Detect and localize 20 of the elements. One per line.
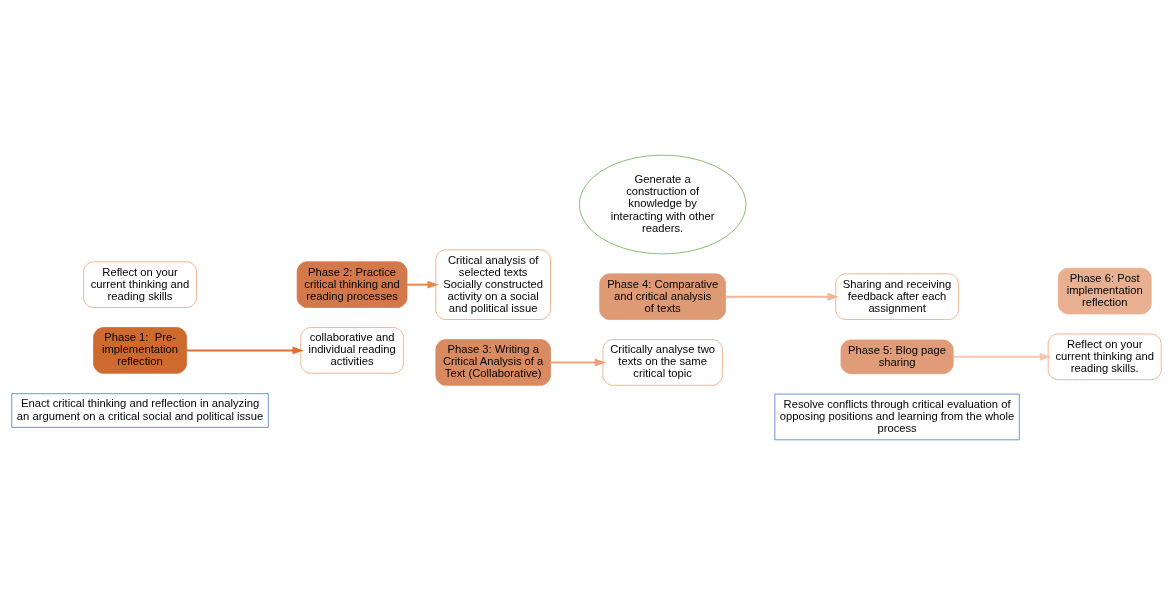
node-box: Phase 4: Comparative and critical analysis of texts — [599, 272, 726, 320]
node-box: Enact critical thinking and reflection in analyzing an argument on a critical social and political issue — [11, 392, 269, 428]
arrow — [185, 346, 304, 354]
node-box: collaborative and individual reading activities — [300, 326, 404, 374]
node-ellipse: Generate a construction of knowledge by interacting with other readers. — [578, 154, 747, 254]
node-box: Reflect on your current thinking and reading skills. — [1047, 333, 1162, 380]
node-box: Reflect on your current thinking and reading skills — [83, 260, 197, 308]
node-box: Phase 5: Blog page sharing — [840, 339, 954, 374]
node-box: Phase 3: Writing a Critical Analysis of a Text (Collaborative) — [435, 338, 551, 386]
node-box: Sharing and receiving feedback after each assignment — [835, 272, 959, 320]
node-box: Phase 2: Practice critical thinking and reading processes — [296, 260, 408, 308]
arrow — [406, 280, 439, 289]
arrow — [724, 292, 839, 301]
node-box: Phase 6: Post implementation reflection — [1057, 267, 1152, 314]
node-box: Critical analysis of selected texts Socially constructed activity on a social and political issue — [435, 248, 551, 320]
arrow — [952, 352, 1051, 361]
node-box: Critically analyse two texts on the same critical topic — [602, 338, 723, 386]
node-box: Phase 1: Pre-implementation reflection — [93, 326, 187, 374]
node-box: Resolve conflicts through critical evaluation of opposing positions and learning from the whole process — [774, 393, 1020, 440]
arrow — [549, 358, 606, 366]
